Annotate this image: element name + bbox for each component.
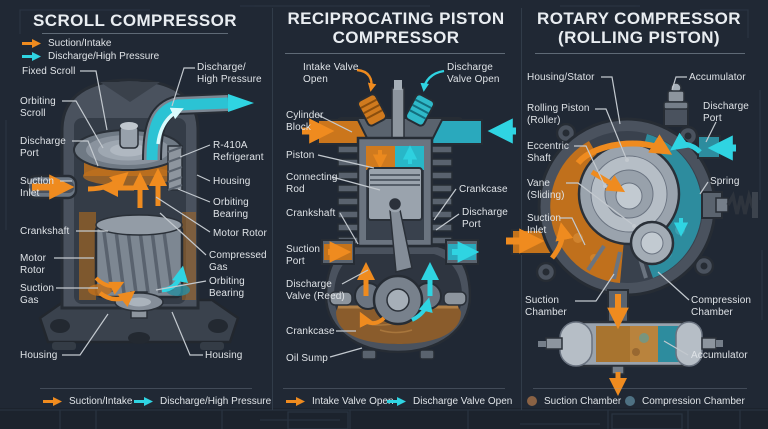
rotary-panel-title: ROTARY COMPRESSOR (ROLLING PISTON) (537, 9, 741, 47)
label-fixed-scroll: Fixed Scroll (22, 66, 76, 77)
label-suction-inlet-rotary: Suction Inlet (527, 213, 562, 236)
label-intake-valve-open: Intake Valve Open (303, 62, 359, 85)
label-rolling-piston: Rolling Piston (Roller) (527, 103, 590, 126)
label-suction-port: Suction Port (286, 244, 321, 267)
rotary-legend-rule (533, 388, 747, 389)
label-motor-rotor-right: Motor Rotor (213, 228, 267, 239)
label-spring: Spring (710, 176, 740, 187)
discharge-arrow-icon (134, 397, 153, 406)
piston-title-rule (285, 53, 505, 54)
label-suction-gas: Suction Gas (20, 283, 55, 306)
legend-label: Suction/Intake (48, 38, 112, 49)
label-discharge-valve-reed: Discharge Valve (Reed) (286, 279, 345, 302)
legend-label: Discharge Valve Open (413, 396, 513, 407)
scroll-top-legend-discharge: Discharge/High Pressure (21, 51, 159, 62)
label-orbiting-bearing-upper: Orbiting Bearing (213, 197, 249, 220)
label-discharge-port: Discharge Port (20, 136, 66, 159)
label-discharge-port-piston: Discharge Port (462, 207, 508, 230)
rotary-bottom-legend-compression: Compression Chamber (624, 395, 745, 407)
label-orbiting-scroll: Orbiting Scroll (20, 96, 56, 119)
label-orbiting-bearing-lower: Orbiting Bearing (209, 276, 245, 299)
intake-arrow-icon (286, 397, 305, 406)
label-discharge-high-pressure: Discharge/ High Pressure (197, 62, 262, 85)
legend-label: Suction Chamber (544, 395, 622, 407)
label-suction-inlet: Suction Inlet (20, 176, 55, 199)
legend-label: Compression Chamber (642, 395, 745, 407)
label-accumulator-top: Accumulator (689, 72, 746, 83)
suction-chamber-dot-icon (527, 396, 537, 406)
label-crankshaft-piston: Crankshaft (286, 208, 336, 219)
discharge-arrow-icon (387, 397, 406, 406)
piston-compressor-drawing (302, 80, 516, 360)
suction-arrow-icon (22, 39, 41, 48)
label-discharge-valve-open: Discharge Valve Open (447, 62, 500, 85)
label-crankcase-right: Crankcase (459, 184, 508, 195)
intake-valve-pointer (356, 68, 377, 92)
label-vane-sliding: Vane (Sliding) (527, 178, 565, 201)
leader-lines (54, 67, 717, 358)
discharge-valve-pointer (420, 69, 445, 92)
label-cylinder-block: Cylinder Block (286, 110, 324, 133)
piston-bottom-legend-intake: Intake Valve Open (285, 396, 394, 407)
label-housing-bottom-right: Housing (205, 350, 243, 361)
label-connecting-rod: Connecting Rod (286, 172, 338, 195)
leader-dots (603, 158, 636, 228)
piston-panel-title: RECIPROCATING PISTON COMPRESSOR (287, 9, 505, 47)
piston-legend-rule (283, 388, 505, 389)
legend-label: Discharge/High Pressure (160, 396, 272, 407)
discharge-arrow-icon (22, 52, 41, 61)
legend-label: Intake Valve Open (312, 396, 394, 407)
scroll-title-rule (42, 33, 228, 34)
label-piston: Piston (286, 150, 315, 161)
label-compressed-gas: Compressed Gas (209, 250, 267, 273)
label-housing-stator: Housing/Stator (527, 72, 595, 83)
label-r410a-refrigerant: R-410A Refrigerant (213, 140, 264, 163)
label-motor-rotor-left: Motor Rotor (20, 253, 47, 276)
rotary-compressor-drawing (506, 82, 758, 396)
label-crankcase-left: Crankcase (286, 326, 335, 337)
label-housing-left: Housing (20, 350, 58, 361)
scroll-panel-title: SCROLL COMPRESSOR (33, 11, 237, 30)
piston-bottom-legend-discharge: Discharge Valve Open (386, 396, 512, 407)
compression-chamber-dot-icon (625, 396, 635, 406)
label-accumulator-bottom: Accumulator (691, 350, 748, 361)
label-eccentric-shaft: Eccentric Shaft (527, 141, 570, 164)
scroll-top-legend-suction: Suction/Intake (21, 38, 111, 49)
rotary-bottom-legend-suction: Suction Chamber (526, 395, 621, 407)
label-oil-sump: Oil Sump (286, 353, 328, 364)
panel-divider-right (521, 8, 522, 410)
label-discharge-port-rotary: Discharge Port (703, 101, 749, 124)
suction-arrow-icon (43, 397, 62, 406)
scroll-legend-rule (40, 388, 252, 389)
rotary-title-rule (535, 53, 745, 54)
label-suction-chamber: Suction Chamber (525, 295, 567, 318)
label-crankshaft: Crankshaft (20, 226, 70, 237)
label-compression-chamber: Compression Chamber (691, 295, 752, 318)
scroll-bottom-legend-suction: Suction/Intake (42, 396, 132, 407)
label-housing-right: Housing (213, 176, 251, 187)
legend-label: Discharge/High Pressure (48, 51, 160, 62)
scroll-bottom-legend-discharge: Discharge/High Pressure (133, 396, 271, 407)
panel-divider-left (272, 8, 273, 410)
legend-label: Suction/Intake (69, 396, 133, 407)
